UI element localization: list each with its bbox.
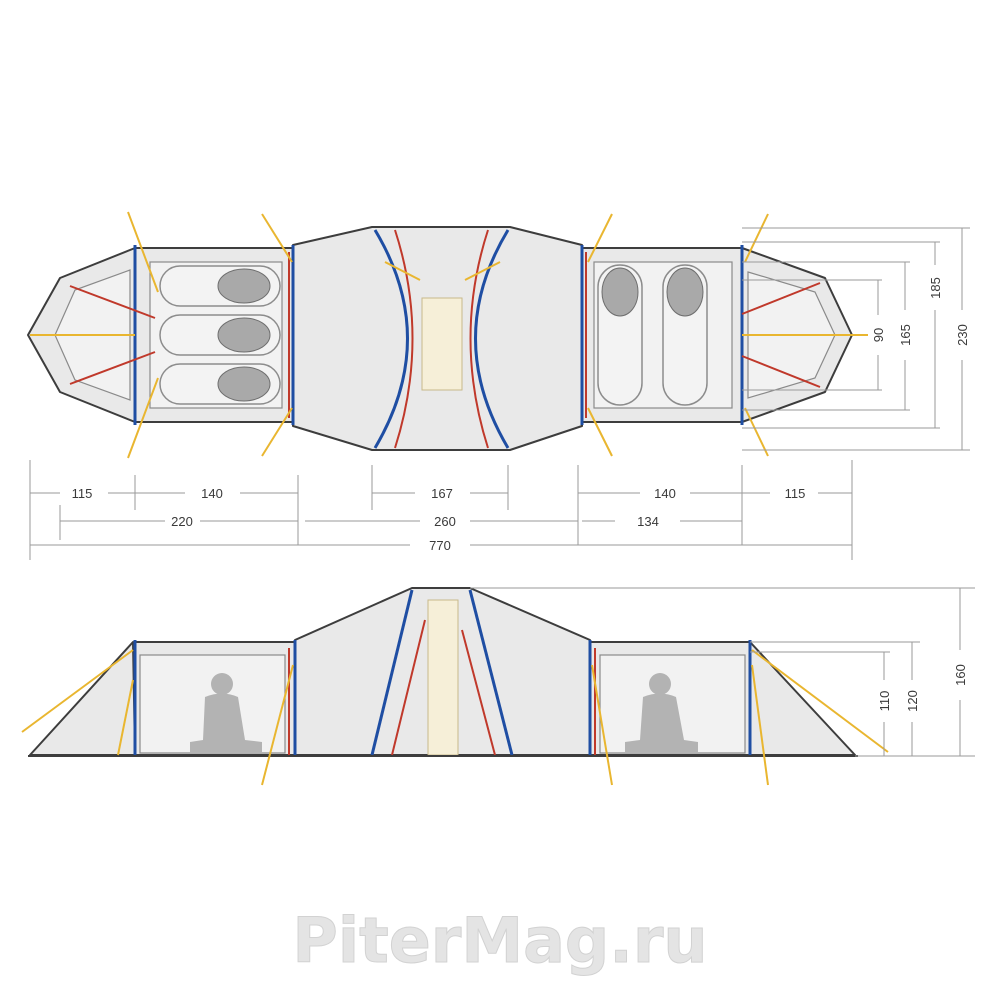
dim-left-bedroom: 140 (201, 486, 223, 501)
center-pole-left-red (394, 229, 414, 449)
dim-side-height-110: 110 (877, 691, 892, 712)
left-sleeping-bags (159, 265, 281, 405)
dim-right-inner: 134 (637, 514, 659, 529)
seated-person-right (625, 673, 698, 752)
plan-view: 115 140 167 140 115 220 260 134 770 90 1… (27, 211, 970, 560)
sleeping-bag-hood (666, 267, 704, 317)
sleeping-bag-hood (217, 366, 271, 402)
watermark: PiterMag.ru (292, 904, 707, 977)
side-center-pole-red (391, 619, 426, 756)
side-view: 110 120 160 (21, 587, 975, 786)
dim-total-length: 770 (429, 538, 451, 553)
dim-center-section: 260 (434, 514, 456, 529)
dim-left-section: 220 (171, 514, 193, 529)
right-sleeping-bags (597, 264, 708, 406)
dim-height-185: 185 (928, 277, 943, 299)
dim-center-door: 167 (431, 486, 453, 501)
dim-height-230: 230 (955, 324, 970, 346)
dim-right-vestibule: 115 (785, 486, 806, 501)
seated-person-left (190, 673, 262, 752)
side-center-pole-red (461, 629, 496, 756)
vestibule-pole-red (69, 351, 156, 385)
dim-height-165: 165 (898, 324, 913, 346)
dim-side-height-160: 160 (953, 664, 968, 686)
center-pole-left (373, 229, 409, 449)
vestibule-pole-red (69, 285, 156, 319)
plan-guy-lines (30, 211, 868, 459)
center-pole-right-red (469, 229, 489, 449)
side-dimension-lines (470, 587, 975, 757)
center-door-panel (421, 297, 463, 391)
sleeping-bag-hood (217, 268, 271, 304)
side-guy-lines (21, 649, 889, 786)
side-center-door (427, 599, 459, 756)
center-guy-line (384, 261, 421, 281)
dim-height-90: 90 (871, 328, 886, 342)
dim-right-bedroom: 140 (654, 486, 676, 501)
sleeping-bag-hood (601, 267, 639, 317)
plan-height-dimension-lines (742, 227, 970, 451)
plan-dimension-lines (29, 460, 853, 560)
vestibule-pole-red (741, 355, 821, 388)
side-center-pole (468, 589, 514, 756)
center-pole-right (474, 229, 510, 449)
vestibule-pole-red (741, 282, 821, 315)
sleeping-bag-hood (217, 317, 271, 353)
center-guy-line (464, 261, 501, 281)
dim-side-height-120: 120 (905, 690, 920, 712)
dim-left-vestibule: 115 (72, 486, 93, 501)
side-right-vestibule (749, 641, 856, 756)
side-center-pole (370, 589, 414, 756)
